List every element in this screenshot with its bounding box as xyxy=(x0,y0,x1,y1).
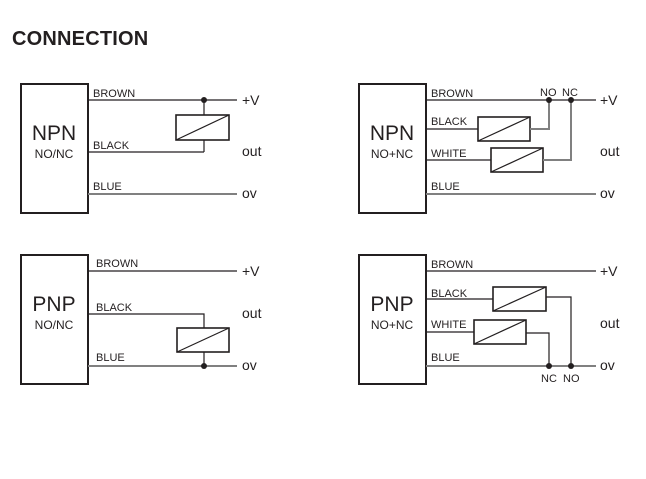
terminal-zero-volt: ov xyxy=(600,185,615,201)
terminal-positive: +V xyxy=(242,92,260,108)
junction-dot xyxy=(201,363,207,369)
sensor-type-label: PNP xyxy=(370,293,413,316)
junction-dot-no xyxy=(546,97,552,103)
junction-dot-no xyxy=(568,363,574,369)
terminal-zero-volt: ov xyxy=(242,185,257,201)
sensor-type-label: NPN xyxy=(370,122,414,145)
sensor-body xyxy=(20,83,89,214)
section-title: CONNECTION xyxy=(12,28,149,50)
terminal-out: out xyxy=(600,143,620,159)
sensor-mode-label: NO/NC xyxy=(35,147,74,161)
switch-label-nc: NC xyxy=(541,373,557,385)
wire-label-black: BLACK xyxy=(96,302,133,314)
black-wire xyxy=(88,313,205,328)
junction-dot-nc xyxy=(568,97,574,103)
terminal-positive: +V xyxy=(600,263,618,279)
wire-label-blue: BLUE xyxy=(431,352,460,364)
sensor-mode-label: NO/NC xyxy=(35,318,74,332)
wire-label-brown: BROWN xyxy=(431,88,473,100)
sensor-body xyxy=(358,254,427,385)
wire-label-black: BLACK xyxy=(431,116,468,128)
wire-label-blue: BLUE xyxy=(93,181,122,193)
switch-label-nc: NC xyxy=(562,87,578,99)
terminal-zero-volt: ov xyxy=(600,357,615,373)
switch-label-no: NO xyxy=(540,87,557,99)
wire-label-brown: BROWN xyxy=(431,259,473,271)
diagram-pnp-no-nc: PNP NO+NC BROWN BLACK WHITE BLUE NC NO +… xyxy=(358,254,620,385)
terminal-positive: +V xyxy=(600,92,618,108)
wire-label-blue: BLUE xyxy=(96,352,125,364)
wire-label-white: WHITE xyxy=(431,319,466,331)
diagram-pnp-nonc: PNP NO/NC BROWN BLACK BLUE +V out ov xyxy=(20,254,262,385)
sensor-type-label: NPN xyxy=(32,122,76,145)
terminal-out: out xyxy=(242,305,262,321)
terminal-out: out xyxy=(242,143,262,159)
wire-label-white: WHITE xyxy=(431,148,466,160)
sensor-type-label: PNP xyxy=(32,293,75,316)
junction-dot-nc xyxy=(546,363,552,369)
wire-label-brown: BROWN xyxy=(93,88,135,100)
wire-label-black: BLACK xyxy=(431,288,468,300)
diagram-npn-nonc: NPN NO/NC BROWN BLACK BLUE +V out ov xyxy=(20,83,262,214)
sensor-body xyxy=(358,83,427,214)
wire-label-blue: BLUE xyxy=(431,181,460,193)
sensor-body xyxy=(20,254,89,385)
diagram-npn-no-nc: NPN NO+NC BROWN BLACK WHITE BLUE NO NC +… xyxy=(358,83,620,214)
sensor-mode-label: NO+NC xyxy=(371,147,414,161)
junction-dot xyxy=(201,97,207,103)
wire-label-brown: BROWN xyxy=(96,258,138,270)
sensor-mode-label: NO+NC xyxy=(371,318,414,332)
wire-label-black: BLACK xyxy=(93,140,130,152)
terminal-out: out xyxy=(600,315,620,331)
terminal-zero-volt: ov xyxy=(242,357,257,373)
terminal-positive: +V xyxy=(242,263,260,279)
switch-label-no: NO xyxy=(563,373,580,385)
